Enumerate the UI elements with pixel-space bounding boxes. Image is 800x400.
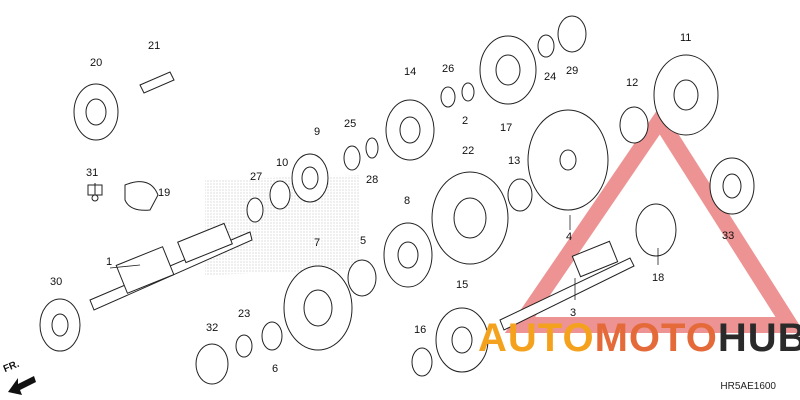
callout-18: 18 (652, 272, 664, 284)
callout-1: 1 (106, 256, 112, 268)
callout-5: 5 (360, 235, 366, 247)
callout-4: 4 (566, 231, 572, 243)
callout-29: 29 (566, 65, 578, 77)
callout-7: 7 (314, 237, 320, 249)
callout-33: 33 (722, 230, 734, 242)
bushing-26 (440, 86, 456, 108)
callout-9: 9 (314, 126, 320, 138)
bearing-29 (557, 15, 587, 53)
gears (39, 15, 755, 385)
bearing-5 (347, 259, 377, 297)
callout-25: 25 (344, 118, 356, 130)
watermark-part-3: HUB (717, 316, 800, 360)
callout-16: 16 (414, 324, 426, 336)
washer-23 (235, 334, 253, 358)
leader-lines (109, 215, 659, 300)
ring-28 (365, 137, 379, 159)
watermark-brand: AUTOMOTOHUB (478, 318, 800, 358)
callout-20: 20 (90, 57, 102, 69)
background-logo (205, 175, 360, 275)
washer-27 (246, 197, 264, 223)
collar-10 (269, 180, 291, 210)
callout-17: 17 (500, 122, 512, 134)
callout-11: 11 (680, 32, 691, 44)
callout-31: 31 (86, 167, 98, 179)
callout-10: 10 (276, 157, 288, 169)
callout-6: 6 (272, 363, 278, 375)
callout-19: 19 (158, 187, 170, 199)
callout-27: 27 (250, 171, 262, 183)
callout-12: 12 (626, 77, 638, 89)
bearing-32 (195, 343, 229, 385)
callout-26: 26 (442, 63, 454, 75)
callout-22: 22 (462, 145, 474, 157)
plate-19 (124, 181, 159, 211)
pin-21 (139, 71, 175, 94)
callout-28: 28 (366, 174, 378, 186)
watermark-triangle (504, 105, 800, 333)
callout-23: 23 (238, 308, 250, 320)
watermark-part-2: MOTO (594, 316, 718, 360)
callout-labels: 1 2 3 4 5 6 7 8 9 10 11 12 13 14 15 16 1… (50, 32, 734, 375)
fr-arrow-icon (8, 376, 36, 395)
watermark-part-1: AUTO (478, 316, 595, 360)
callout-21: 21 (148, 40, 160, 52)
bearing-12 (619, 106, 649, 144)
counter-shaft (499, 240, 635, 331)
diagram-code: HR5AE1600 (720, 381, 776, 392)
callout-24: 24 (544, 71, 556, 83)
callout-8: 8 (404, 195, 410, 207)
collar-16 (411, 347, 433, 377)
callout-2: 2 (462, 115, 468, 127)
callout-3: 3 (570, 307, 576, 319)
bearing-6 (261, 321, 283, 351)
main-shaft (89, 222, 253, 311)
callout-15: 15 (456, 279, 468, 291)
callout-32: 32 (206, 322, 218, 334)
bearing-13 (507, 178, 533, 212)
callout-13: 13 (508, 155, 520, 167)
callout-30: 30 (50, 276, 62, 288)
collar-25 (343, 145, 361, 171)
gear-18 (635, 203, 677, 257)
washer-24 (537, 34, 555, 58)
washer-2 (461, 82, 475, 102)
callout-14: 14 (404, 66, 416, 78)
